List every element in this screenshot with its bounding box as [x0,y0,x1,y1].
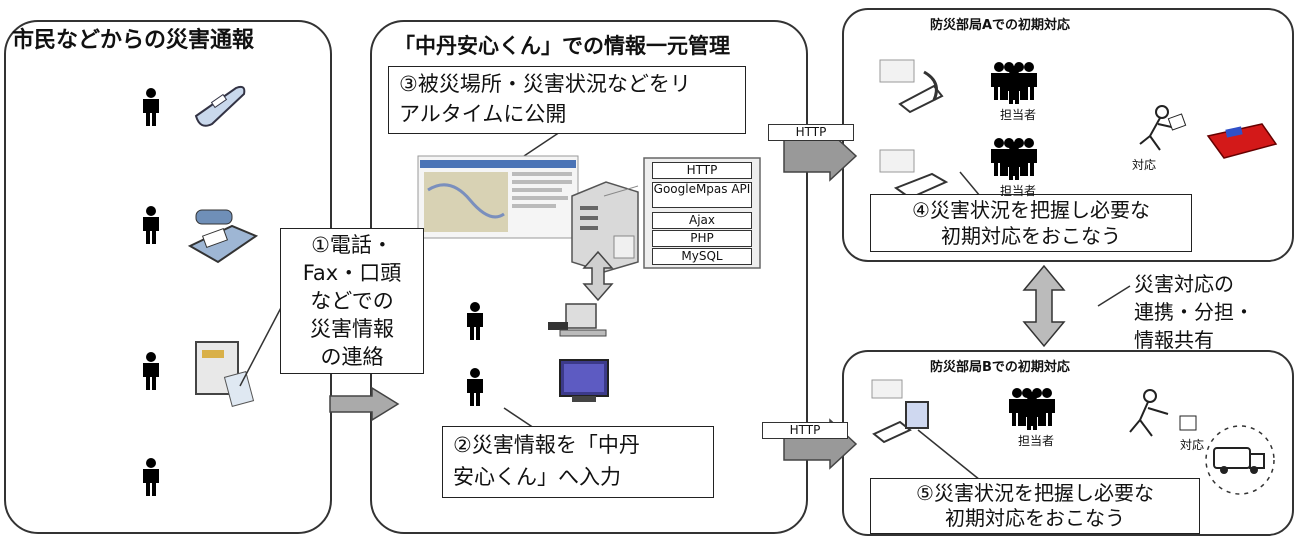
citizen-person-2-icon [143,206,159,244]
step-2-line-2: 安心くん」へ入力 [453,465,621,489]
step-2-box: ②災害情報を「中丹 安心くん」へ入力 [442,426,714,498]
mobile-phone-icon [194,85,246,127]
dept-b-truck-icon [1205,425,1275,495]
dept-b-staff-icon [1009,388,1055,430]
map-screenshot-icon [417,155,579,239]
stack-mysql: MySQL [652,248,752,265]
step-4-line-2: 初期対応をおこなう [941,224,1121,248]
dept-b-staff-label: 担当者 [1018,434,1055,448]
step-1-line-4: 災害情報 [310,317,394,341]
coordination-line-2: 連携・分担・ [1134,300,1254,324]
step-1-line-3: などでの [310,289,394,313]
dept-b-laptop-icon [871,379,929,444]
fax-machine-icon [195,341,255,407]
step-4-box: ④災害状況を把握し必要な 初期対応をおこなう [870,194,1192,252]
coordination-line-1: 災害対応の [1134,272,1234,296]
monitor-icon [559,359,609,402]
dept-a-staff-1-icon [991,62,1037,104]
step-5-box: ⑤災害状況を把握し必要な 初期対応をおこなう [870,478,1200,534]
dept-a-panel-title: 防災部局Aでの初期対応 [930,18,1071,33]
stack-googlemaps: GoogleMpas API [652,182,752,208]
citizen-person-3-icon [143,352,159,390]
dept-a-staff-1-label: 担当者 [1000,108,1037,122]
dept-a-laptop-1-icon [879,59,944,114]
step-4-line-1: ④災害状況を把握し必要な [912,198,1150,222]
step-3-line-2: アルタイムに公開 [399,102,567,126]
dept-a-runner-icon [1139,105,1187,151]
dept-b-panel-title: 防災部局Bでの初期対応 [930,360,1070,375]
stack-http: HTTP [652,162,752,179]
dept-a-laptop-2-icon [879,149,949,200]
step-3-box: ③被災場所・災害状況などをリ アルタイムに公開 [388,66,746,134]
step-5-line-1: ⑤災害状況を把握し必要な [916,481,1154,505]
step-1-line-5: の連絡 [320,345,384,369]
citizen-person-1-icon [143,88,159,126]
server-client-double-arrow [582,250,614,302]
stack-php: PHP [652,230,752,247]
step-2-line-1: ②災害情報を「中丹 [453,433,640,457]
stack-ajax: Ajax [652,212,752,229]
operator-person-2-icon [467,368,483,406]
step-1-line-2: Fax・口頭 [302,261,402,285]
operator-person-1-icon [467,302,483,340]
citizen-panel-title: 市民などからの災害通報 [12,28,255,53]
coordination-label: 災害対応の 連携・分担・ 情報共有 [1134,270,1254,354]
server-icon [571,181,639,273]
dept-a-car-icon [1206,123,1278,159]
coordination-double-arrow [1022,264,1066,348]
step-1-box: ①電話・ Fax・口頭 などでの 災害情報 の連絡 [280,228,424,374]
step-1-line-1: ①電話・ [311,233,393,257]
dept-b-runner-icon [1129,389,1197,437]
client-pc-icon [548,303,607,337]
dept-a-staff-2-icon [991,138,1037,180]
citizen-person-4-icon [143,458,159,496]
dept-a-staff-2-label: 担当者 [1000,184,1037,198]
http-label-b: HTTP [762,422,848,439]
center-panel-title: 「中丹安心くん」での情報一元管理 [394,34,730,58]
http-label-a: HTTP [768,124,854,141]
citizen-to-center-arrow [329,386,400,422]
dept-b-response-label: 対応 [1180,438,1205,452]
dept-a-response-label: 対応 [1132,158,1157,172]
citizen-panel [4,20,332,534]
coordination-line-3: 情報共有 [1134,328,1214,352]
step-3-line-1: ③被災場所・災害状況などをリ [399,72,691,96]
desk-phone-icon [187,209,259,264]
step-5-line-2: 初期対応をおこなう [945,506,1125,530]
